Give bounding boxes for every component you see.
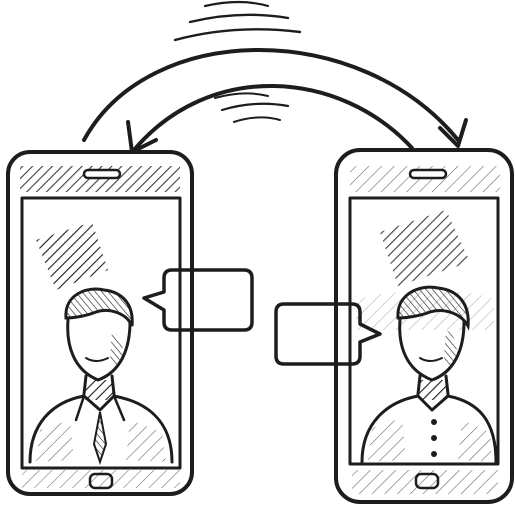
left-speech-bubble-icon <box>144 270 252 330</box>
two-way-arrows-icon <box>84 50 466 152</box>
signal-waves-middle-icon <box>215 93 288 122</box>
signal-waves-top-icon <box>175 2 300 40</box>
left-person-portrait-icon <box>30 289 172 462</box>
